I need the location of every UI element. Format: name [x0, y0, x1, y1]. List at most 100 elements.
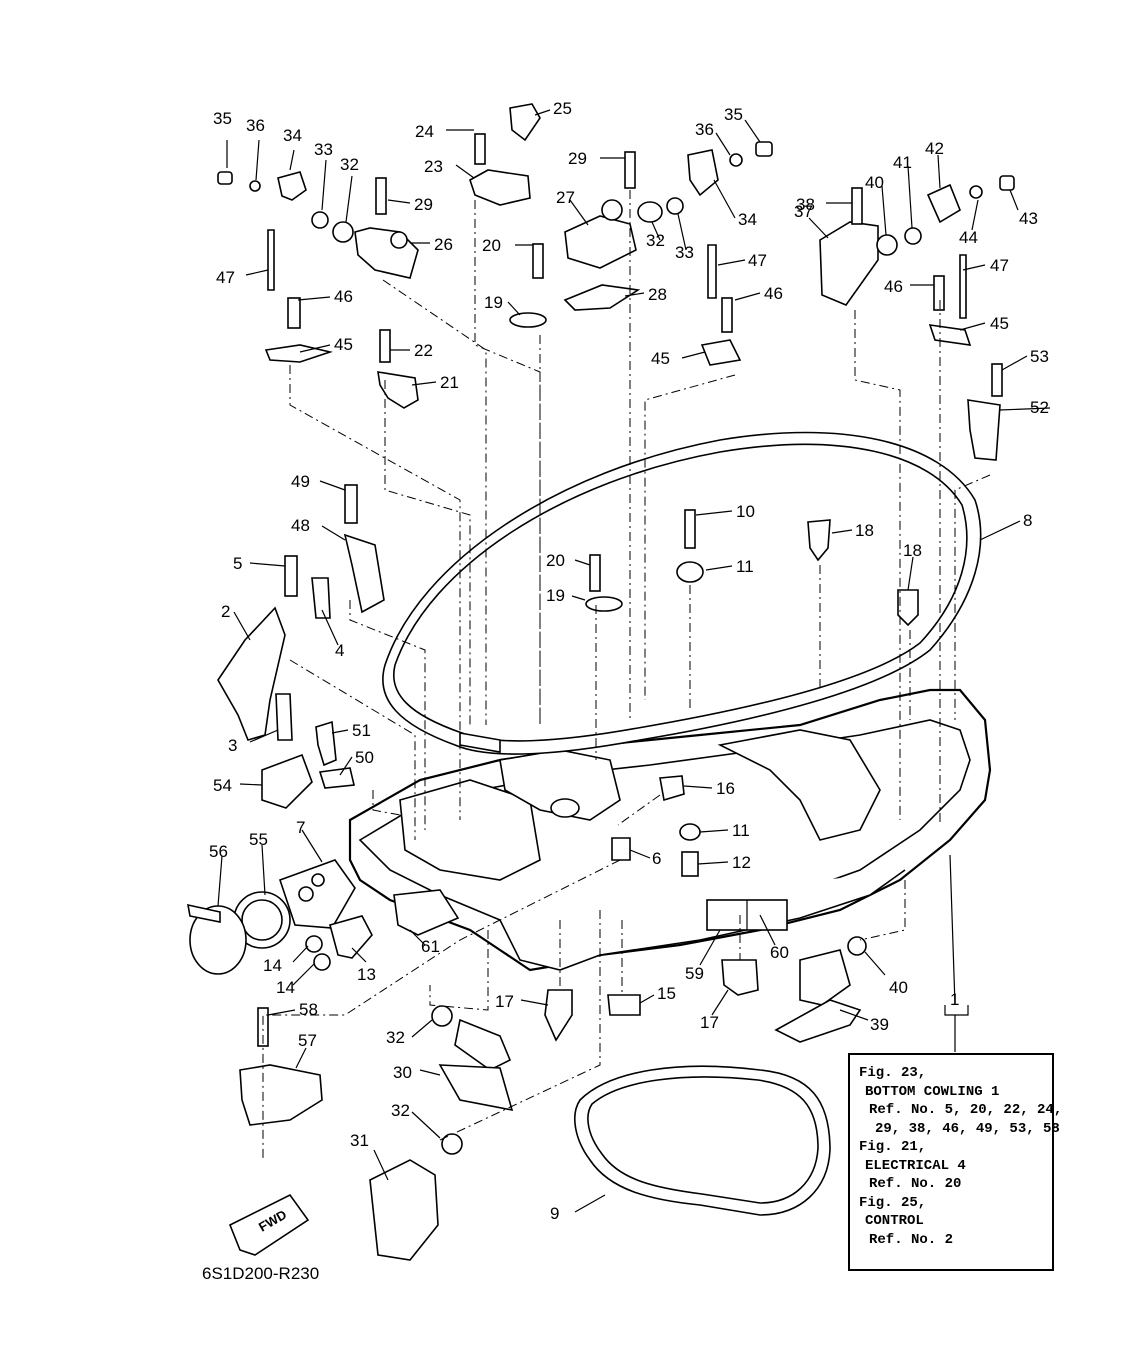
callout: 25 — [553, 99, 572, 118]
callout: 10 — [736, 502, 755, 521]
ref-line: Ref. No. 5, 20, 22, 24, — [869, 1102, 1063, 1118]
callout: 38 — [796, 195, 815, 214]
callout: 56 — [209, 842, 228, 861]
callout: 33 — [675, 243, 694, 262]
callout: 32 — [646, 231, 665, 250]
callout: 9 — [550, 1204, 559, 1223]
callout: 45 — [334, 335, 353, 354]
callout: 29 — [568, 149, 587, 168]
callout: 30 — [393, 1063, 412, 1082]
callout: 5 — [233, 554, 242, 573]
callout: 47 — [990, 256, 1009, 275]
callout: 43 — [1019, 209, 1038, 228]
small-parts — [186, 103, 1015, 1261]
callout: 47 — [748, 251, 767, 270]
callout: 58 — [299, 1000, 318, 1019]
ref-line: BOTTOM COWLING 1 — [865, 1083, 1000, 1100]
callout: 7 — [296, 818, 305, 837]
callout: 6 — [652, 849, 661, 868]
callout: 1 — [950, 990, 959, 1009]
callout: 27 — [556, 188, 575, 207]
callout: 50 — [355, 748, 374, 767]
callout: 40 — [889, 978, 908, 997]
callout: 18 — [855, 521, 874, 540]
ref-line: Fig. 25, — [859, 1194, 927, 1211]
callout: 46 — [884, 277, 903, 296]
callout: 19 — [546, 586, 565, 605]
callout: 57 — [298, 1031, 317, 1050]
callout: 35 — [724, 105, 743, 124]
callout: 20 — [482, 236, 501, 255]
callout: 47 — [216, 268, 235, 287]
callout: 36 — [695, 120, 714, 139]
callout: 46 — [334, 287, 353, 306]
callout: 17 — [700, 1013, 719, 1032]
ref-line: 29, 38, 46, 49, 53, 58 — [875, 1120, 1060, 1137]
callout: 33 — [314, 140, 333, 159]
cowling-seal-8 — [382, 431, 982, 755]
callout: 59 — [685, 964, 704, 983]
callout: 48 — [291, 516, 310, 535]
callout: 11 — [732, 821, 750, 840]
callout: 41 — [893, 153, 912, 172]
callout: 35 — [213, 109, 232, 128]
callout: 24 — [415, 122, 434, 141]
callout: 49 — [291, 472, 310, 491]
fwd-arrow-icon — [228, 1193, 310, 1256]
bottom-cowling — [348, 629, 992, 972]
ref-line: Ref. No. 20 — [869, 1176, 962, 1192]
callout: 54 — [213, 776, 232, 795]
callout: 29 — [414, 195, 433, 214]
leader-lines — [217, 109, 1051, 1213]
callout: 31 — [350, 1131, 369, 1150]
ref-line: ELECTRICAL 4 — [865, 1157, 966, 1174]
callout: 22 — [414, 341, 433, 360]
callout: 17 — [495, 992, 514, 1011]
callout: 14 — [276, 978, 295, 997]
lower-gasket-9 — [574, 1065, 831, 1216]
callout: 34 — [738, 210, 757, 229]
callout: 61 — [421, 937, 440, 956]
callout: 45 — [990, 314, 1009, 333]
assembly-guide-lines — [262, 190, 991, 1160]
callout: 39 — [870, 1015, 889, 1034]
callout: 4 — [335, 641, 344, 660]
callout: 2 — [221, 602, 230, 621]
diagram-code: 6S1D200-R230 — [202, 1264, 320, 1283]
callout: 32 — [386, 1028, 405, 1047]
callout: 26 — [434, 235, 453, 254]
callout: 20 — [546, 551, 565, 570]
callout: 40 — [865, 173, 884, 192]
callout: 32 — [391, 1101, 410, 1120]
callout: 8 — [1023, 511, 1032, 530]
callout: 15 — [657, 984, 676, 1003]
callout: 42 — [925, 139, 944, 158]
callout: 23 — [424, 157, 443, 176]
callout: 18 — [903, 541, 922, 560]
ref-line: Fig. 21, — [859, 1139, 927, 1155]
callout: 46 — [764, 284, 783, 303]
callout: 16 — [716, 779, 735, 798]
callout: 32 — [340, 155, 359, 174]
callout: 12 — [732, 853, 751, 872]
ref-line: Fig. 23, — [859, 1065, 927, 1081]
callout-numbers: 35 36 34 33 32 29 26 47 46 45 22 21 24 2… — [209, 99, 1049, 1223]
callout: 37 — [794, 202, 813, 221]
callout: 13 — [357, 965, 376, 984]
callout: 55 — [249, 830, 268, 849]
callout: 36 — [246, 116, 265, 135]
callout: 45 — [651, 349, 670, 368]
callout: 19 — [484, 293, 503, 312]
callout: 3 — [228, 736, 237, 755]
reference-box: Fig. 23, BOTTOM COWLING 1 Ref. No. 5, 20… — [848, 1053, 1063, 1271]
callout: 11 — [736, 557, 754, 576]
callout: 51 — [352, 721, 371, 740]
ref-line: CONTROL — [865, 1213, 924, 1229]
callout: 53 — [1030, 347, 1049, 366]
callout: 60 — [770, 943, 789, 962]
callout: 34 — [283, 126, 302, 145]
callout: 44 — [959, 228, 978, 247]
callout: 14 — [263, 956, 282, 975]
callout: 52 — [1030, 398, 1049, 417]
